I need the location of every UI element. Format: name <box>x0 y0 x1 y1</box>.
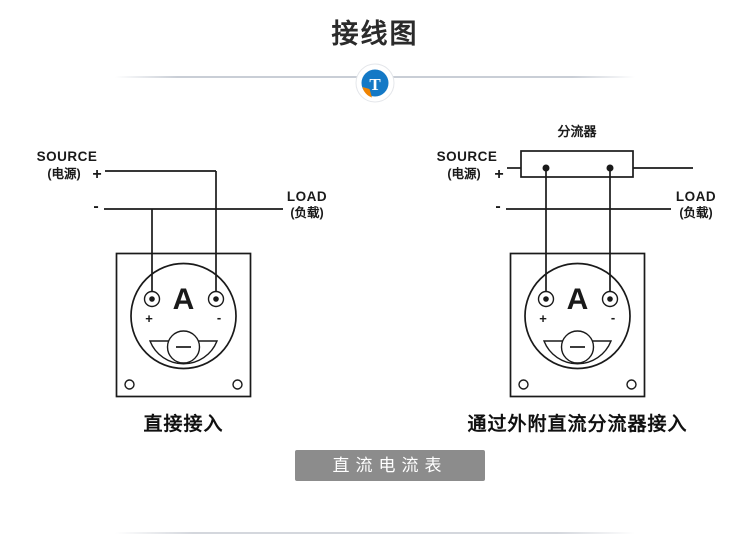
shunt-box <box>520 150 634 178</box>
right-caption: 通过外附直流分流器接入 <box>467 412 687 435</box>
ammeter-left: A + - <box>115 252 252 398</box>
left-meter-unit: A <box>173 283 195 316</box>
diagram-shunt-connection: 分流器 SOURCE (电源) + - LOAD (负载) A <box>437 124 716 435</box>
left-source-label: SOURCE <box>37 149 98 164</box>
logo-letter: T <box>369 75 381 94</box>
left-source-plus: + <box>92 166 101 183</box>
left-meter-terminal-minus-pin <box>213 296 219 302</box>
page-title: 接线图 <box>331 19 419 49</box>
right-load-cn-label: (负载) <box>679 205 712 220</box>
section-label-dc-ammeter: 直流电流表 <box>295 450 485 481</box>
logo-orange-flick <box>362 87 372 98</box>
right-meter-screw-right <box>626 379 637 390</box>
right-source-label: SOURCE <box>437 149 498 164</box>
diagram-direct-connection: SOURCE (电源) + - LOAD (负载) A + - <box>37 149 327 435</box>
right-meter-unit: A <box>567 283 589 316</box>
left-meter-terminal-plus-pin <box>149 296 155 302</box>
right-meter-terminal-minus-pin <box>607 296 613 302</box>
right-load-label: LOAD <box>676 189 716 204</box>
left-caption: 直接接入 <box>143 412 223 435</box>
left-source-minus: - <box>93 198 98 215</box>
bottom-divider <box>115 532 635 534</box>
left-meter-body <box>115 252 252 398</box>
left-load-cn-label: (负载) <box>290 205 323 220</box>
right-source-minus: - <box>495 198 500 215</box>
shunt-label: 分流器 <box>557 124 597 139</box>
right-meter-screw-left <box>518 379 529 390</box>
right-meter-face <box>524 262 631 370</box>
right-meter-body <box>509 252 646 398</box>
left-meter-plus-label: + <box>145 311 153 326</box>
left-meter-screw-right <box>232 379 243 390</box>
left-load-label: LOAD <box>287 189 327 204</box>
left-meter-screw-left <box>124 379 135 390</box>
left-meter-minus-label: - <box>217 310 221 325</box>
ammeter-right: A + - <box>509 252 646 398</box>
left-meter-face <box>130 262 237 370</box>
right-meter-plus-label: + <box>539 311 547 326</box>
right-source-plus: + <box>494 166 503 183</box>
right-meter-terminal-plus-pin <box>543 296 549 302</box>
right-source-cn-label: (电源) <box>447 166 480 181</box>
brand-logo: T <box>355 63 395 103</box>
right-meter-minus-label: - <box>611 310 615 325</box>
left-source-cn-label: (电源) <box>47 166 80 181</box>
